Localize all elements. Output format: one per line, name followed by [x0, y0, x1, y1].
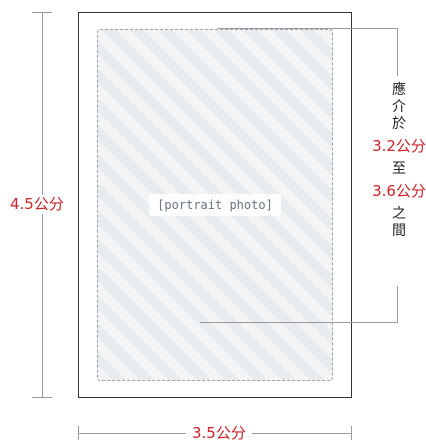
width-dimension-label: 3.5公分 [186, 426, 252, 441]
note-char: 間 [392, 223, 406, 239]
head-bracket-bottom-line [200, 322, 398, 323]
head-bracket-upper-line [397, 28, 398, 76]
head-bracket-lower-line [397, 286, 398, 322]
head-size-max-label: 3.6公分 [372, 182, 426, 200]
note-char: 介 [392, 99, 406, 115]
note-char: 於 [392, 116, 406, 132]
photo-placeholder-label: [portrait photo] [149, 194, 281, 216]
photo-frame: [portrait photo] [78, 12, 352, 398]
head-size-note: 應 介 於 3.2公分 至 3.6公分 之 間 [372, 82, 426, 240]
head-bracket-top-line [218, 28, 398, 29]
note-char: 至 [392, 161, 406, 177]
portrait-photo-placeholder: [portrait photo] [97, 29, 333, 381]
note-char: 之 [392, 206, 406, 222]
head-size-min-label: 3.2公分 [372, 137, 426, 155]
height-dimension-label: 4.5公分 [10, 195, 64, 214]
note-char: 應 [392, 82, 406, 98]
